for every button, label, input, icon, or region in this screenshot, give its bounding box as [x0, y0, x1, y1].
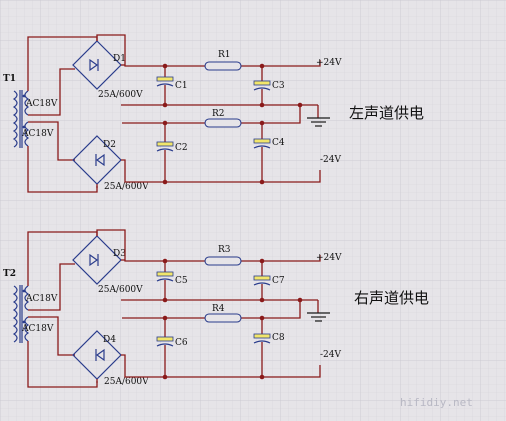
bridge-top-rating: 25A/600V	[98, 285, 143, 295]
cap-pos-in-label: C5	[175, 276, 188, 286]
channel-title: 右声道供电	[354, 289, 429, 307]
bridge-rectifier-top: D1 25A/600V	[72, 40, 143, 100]
channel-1: T1 AC18V AC18V D1 25A/600V D2 25A/600V	[3, 34, 424, 193]
transformer-label: T1	[3, 74, 16, 84]
res-neg-label: R2	[212, 109, 225, 119]
output-pos-label: +24V	[316, 253, 342, 263]
bridge-bottom-rating: 25A/600V	[104, 377, 149, 387]
capacitor-pos-out: C3	[253, 66, 285, 105]
cap-pos-out-label: C7	[272, 276, 285, 286]
cap-neg-in-label: C6	[175, 338, 188, 348]
resistor-neg: R4	[204, 304, 242, 323]
transformer: T2 AC18V AC18V	[3, 269, 58, 343]
capacitor-pos-in: C1	[156, 66, 188, 105]
capacitor-neg-in: C2	[156, 123, 188, 182]
channel-2: T2 AC18V AC18V D3 25A/600V D4 25A/600V	[3, 229, 429, 388]
ground-symbol	[307, 117, 330, 127]
capacitor-neg-in: C6	[156, 318, 188, 377]
cap-neg-out-label: C8	[272, 333, 285, 343]
winding-bottom-label: AC18V	[21, 129, 54, 139]
bridge-bottom-rating: 25A/600V	[104, 182, 149, 192]
cap-neg-out-label: C4	[272, 138, 285, 148]
bridge-rectifier-top: D3 25A/600V	[72, 235, 143, 295]
res-pos-label: R3	[218, 245, 231, 255]
bridge-top-label: D3	[113, 249, 126, 259]
watermark: hifidiy.net	[400, 396, 473, 409]
ground-symbol	[307, 312, 330, 322]
winding-bottom-label: AC18V	[21, 324, 54, 334]
output-neg-label: -24V	[320, 350, 341, 360]
capacitor-pos-in: C5	[156, 261, 188, 300]
transformer-label: T2	[3, 269, 16, 279]
capacitor-neg-out: C8	[253, 318, 285, 377]
cap-neg-in-label: C2	[175, 143, 188, 153]
bridge-bottom-label: D2	[103, 140, 116, 150]
winding-top-label: AC18V	[25, 294, 58, 304]
transformer: T1 AC18V AC18V	[3, 74, 58, 148]
junction-nodes	[162, 258, 303, 380]
cap-pos-in-label: C1	[175, 81, 188, 91]
output-neg-label: -24V	[320, 155, 341, 165]
bridge-top-label: D1	[113, 54, 126, 64]
res-neg-label: R4	[212, 304, 225, 314]
res-pos-label: R1	[218, 50, 231, 60]
capacitor-neg-out: C4	[253, 123, 285, 182]
winding-top-label: AC18V	[25, 99, 58, 109]
channel-title: 左声道供电	[349, 104, 424, 122]
junction-nodes	[162, 63, 303, 185]
cap-pos-out-label: C3	[272, 81, 285, 91]
resistor-neg: R2	[204, 109, 242, 128]
resistor-pos: R3	[204, 245, 242, 266]
bridge-top-rating: 25A/600V	[98, 90, 143, 100]
capacitor-pos-out: C7	[253, 261, 285, 300]
resistor-pos: R1	[204, 50, 242, 71]
bridge-bottom-label: D4	[103, 335, 116, 345]
output-pos-label: +24V	[316, 58, 342, 68]
